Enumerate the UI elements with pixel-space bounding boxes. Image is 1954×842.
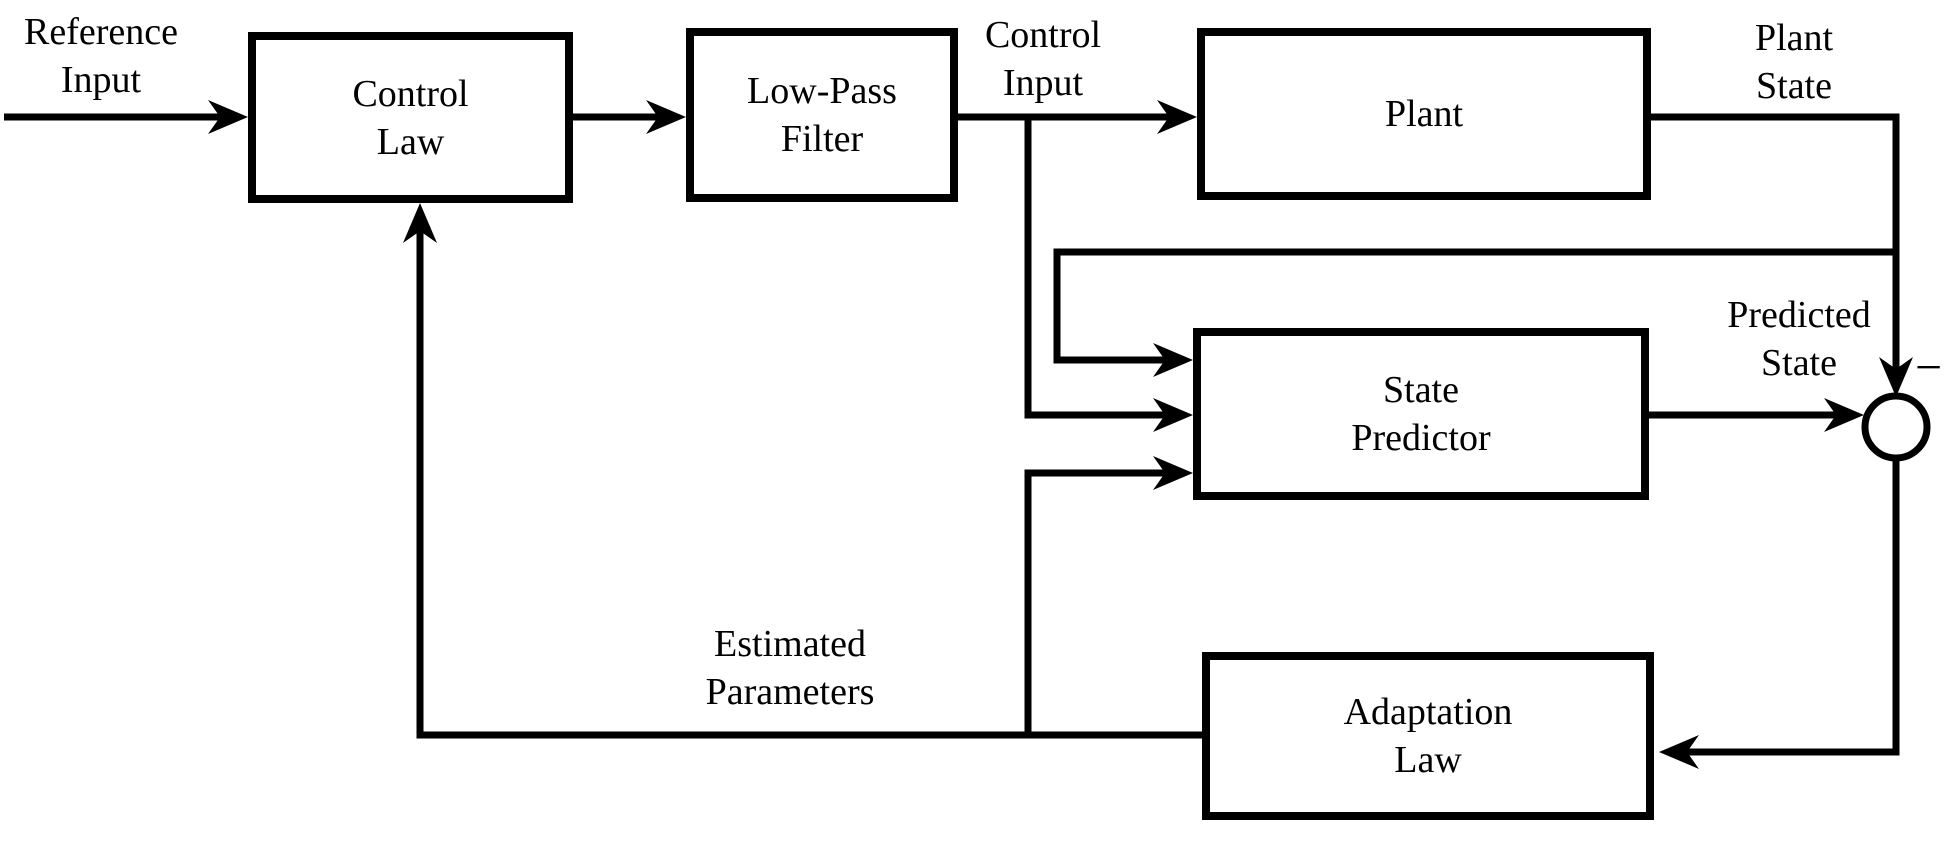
line-estimated-parameters-feedback bbox=[416, 231, 1202, 739]
line-plant-state-feedback bbox=[1651, 113, 1900, 369]
line-estimated-parameters-riser bbox=[1024, 469, 1165, 735]
label-control-input-line2: Input bbox=[1002, 62, 1084, 104]
label-estimated-parameters: Estimated Parameters bbox=[660, 620, 920, 716]
label-reference-input-line2: Input bbox=[60, 59, 142, 101]
block-control-law-label-line1: Control bbox=[352, 72, 469, 115]
arrowhead-into-summing-junction-left bbox=[1824, 398, 1864, 432]
arrowhead-predictor-middle-input bbox=[1153, 398, 1193, 432]
line-control-input-branch bbox=[1024, 117, 1165, 419]
block-adaptation-law-label-line2: Law bbox=[1394, 739, 1462, 781]
label-plant-state-line2: State bbox=[1756, 65, 1832, 107]
block-plant: Plant bbox=[1197, 28, 1651, 200]
label-plant-state: Plant State bbox=[1687, 14, 1901, 110]
arrowhead-into-control-law bbox=[208, 100, 248, 134]
arrowhead-predictor-top-input bbox=[1153, 343, 1193, 377]
block-state-predictor: State Predictor bbox=[1193, 328, 1649, 500]
block-state-predictor-label-line1: State bbox=[1383, 369, 1459, 411]
label-predicted-state-line2: State bbox=[1761, 342, 1837, 384]
label-estimated-parameters-line2: Parameters bbox=[705, 671, 875, 713]
label-estimated-parameters-line1: Estimated bbox=[714, 623, 866, 665]
arrowhead-into-plant bbox=[1157, 100, 1197, 134]
arrowhead-into-adaptation-law bbox=[1659, 735, 1699, 769]
block-low-pass-filter: Low-Pass Filter bbox=[686, 28, 958, 202]
block-control-law-label-line2: Law bbox=[376, 120, 445, 163]
line-junction-to-adaptation bbox=[1687, 458, 1900, 756]
block-control-law: Control Law bbox=[248, 32, 573, 203]
summing-junction-circle bbox=[1861, 392, 1931, 462]
label-control-input: Control Input bbox=[936, 11, 1150, 107]
arrowhead-into-summing-junction-top bbox=[1879, 357, 1913, 397]
block-state-predictor-label-line2: Predictor bbox=[1351, 417, 1491, 459]
block-low-pass-filter-label-line2: Filter bbox=[780, 118, 864, 160]
block-adaptation-law-label-line1: Adaptation bbox=[1343, 691, 1513, 733]
label-reference-input-line1: Reference bbox=[24, 11, 178, 53]
label-predicted-state-line1: Predicted bbox=[1727, 294, 1871, 336]
line-plant-state-to-predictor bbox=[1053, 248, 1896, 364]
label-control-input-line1: Control bbox=[984, 14, 1102, 56]
block-plant-label: Plant bbox=[1384, 93, 1464, 135]
label-plant-state-line1: Plant bbox=[1754, 17, 1834, 59]
minus-sign: − bbox=[1914, 341, 1943, 394]
block-adaptation-law: Adaptation Law bbox=[1202, 652, 1654, 820]
label-predicted-state: Predicted State bbox=[1692, 291, 1906, 387]
arrowhead-into-control-law-bottom bbox=[403, 203, 437, 243]
arrowhead-into-low-pass-filter bbox=[646, 100, 686, 134]
block-low-pass-filter-label-line1: Low-Pass bbox=[747, 70, 897, 112]
label-reference-input: Reference Input bbox=[0, 8, 202, 104]
arrowhead-predictor-bottom-input bbox=[1153, 456, 1193, 490]
